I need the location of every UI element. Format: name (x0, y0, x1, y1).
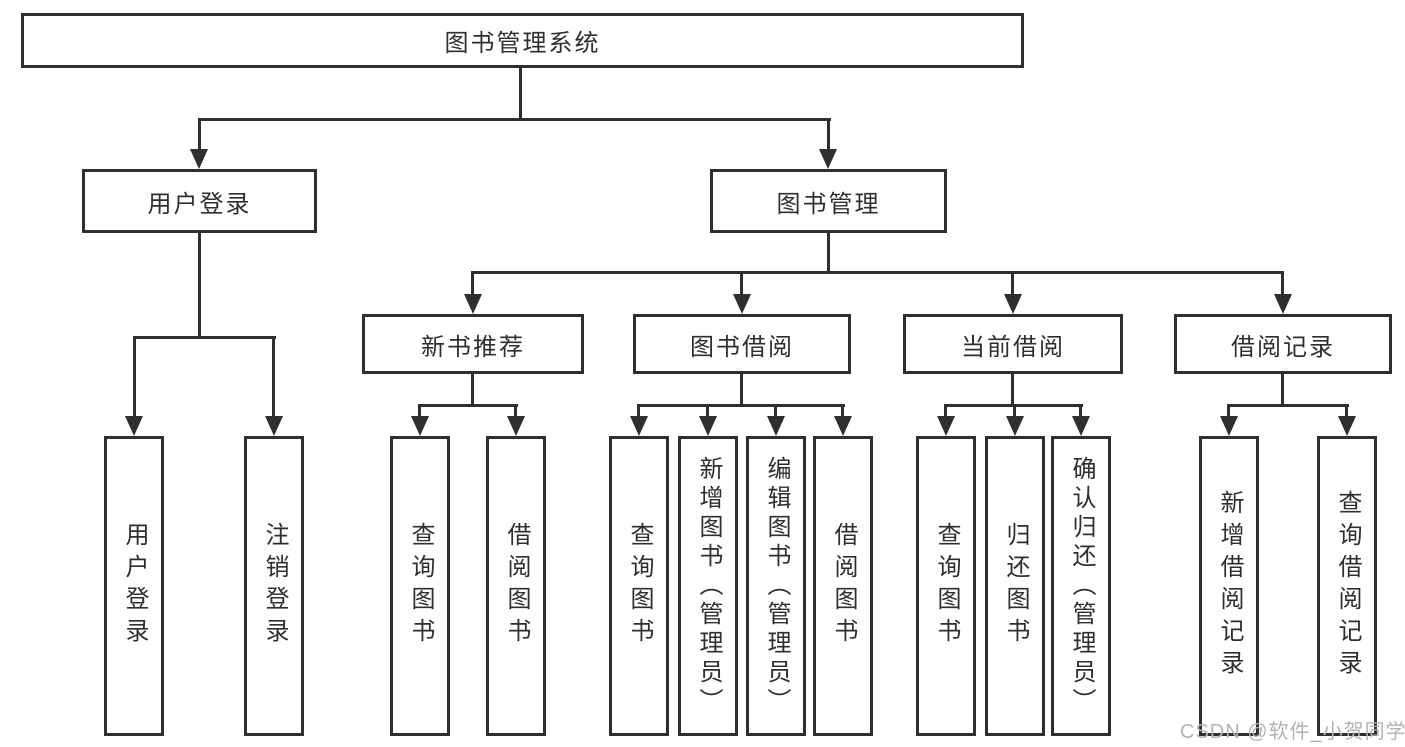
arrow-down-icon (767, 416, 785, 436)
arrow-down-icon (1338, 416, 1356, 436)
node-book-management: 图书管理 (710, 169, 947, 233)
node-user-login: 用户登录 (82, 169, 317, 233)
leaf-query-book-borrow: 查询图书 (609, 436, 669, 736)
arrow-down-icon (125, 416, 143, 436)
connector-line (471, 271, 474, 297)
leaf-borrow-book: 借阅图书 (813, 436, 873, 736)
connector-line (133, 336, 276, 339)
connector-line (944, 404, 947, 418)
node-book-borrowing: 图书借阅 (633, 314, 851, 374)
arrow-down-icon (1004, 294, 1022, 314)
leaf-query-borrow-record: 查询借阅记录 (1317, 436, 1377, 736)
arrow-down-icon (733, 294, 751, 314)
connector-line (198, 118, 201, 151)
leaf-user-login: 用户登录 (104, 436, 164, 736)
leaf-confirm-return-admin: 确认归还（管理员） (1051, 436, 1111, 736)
arrow-down-icon (507, 416, 525, 436)
connector-line (1079, 404, 1082, 418)
leaf-query-book-current: 查询图书 (916, 436, 976, 736)
connector-line (827, 233, 830, 273)
arrow-down-icon (1274, 294, 1292, 314)
arrow-down-icon (464, 294, 482, 314)
arrow-down-icon (630, 416, 648, 436)
connector-line (1227, 404, 1230, 418)
leaf-edit-book-admin: 编辑图书（管理员） (746, 436, 806, 736)
connector-line (418, 404, 421, 418)
arrow-down-icon (411, 416, 429, 436)
connector-line (706, 404, 709, 418)
connector-line (1013, 404, 1016, 418)
node-borrowing-records: 借阅记录 (1174, 314, 1392, 374)
connector-line (1281, 271, 1284, 297)
arrow-down-icon (1006, 416, 1024, 436)
leaf-logout: 注销登录 (244, 436, 304, 736)
leaf-return-book: 归还图书 (985, 436, 1045, 736)
leaf-add-borrow-record: 新增借阅记录 (1199, 436, 1259, 736)
arrow-down-icon (834, 416, 852, 436)
arrow-down-icon (1072, 416, 1090, 436)
node-new-book-recommend: 新书推荐 (362, 314, 584, 374)
node-library-system: 图书管理系统 (21, 13, 1024, 68)
arrow-down-icon (265, 416, 283, 436)
connector-line (827, 118, 830, 151)
arrow-down-icon (699, 416, 717, 436)
connector-line (471, 271, 1284, 274)
connector-line (1011, 271, 1014, 297)
connector-line (740, 271, 743, 297)
connector-line (514, 404, 517, 418)
connector-line (1227, 404, 1349, 407)
connector-line (1345, 404, 1348, 418)
connector-line (519, 68, 522, 121)
connector-line (774, 404, 777, 418)
connector-line (637, 404, 845, 407)
connector-line (418, 404, 518, 407)
leaf-borrow-book-recommend: 借阅图书 (486, 436, 546, 736)
connector-line (841, 404, 844, 418)
connector-line (198, 233, 201, 338)
connector-line (637, 404, 640, 418)
arrow-down-icon (819, 149, 837, 169)
arrow-down-icon (190, 149, 208, 169)
connector-line (1011, 374, 1014, 406)
connector-line (471, 374, 474, 406)
connector-line (198, 118, 831, 121)
node-current-borrowing: 当前借阅 (903, 314, 1123, 374)
csdn-watermark: CSDN @软件_小贺同学 (1180, 721, 1405, 743)
arrow-down-icon (1220, 416, 1238, 436)
leaf-add-book-admin: 新增图书（管理员） (678, 436, 738, 736)
connector-line (740, 374, 743, 406)
connector-line (272, 336, 275, 418)
connector-line (1281, 374, 1284, 406)
leaf-query-book-recommend: 查询图书 (390, 436, 450, 736)
arrow-down-icon (937, 416, 955, 436)
connector-line (133, 336, 136, 418)
